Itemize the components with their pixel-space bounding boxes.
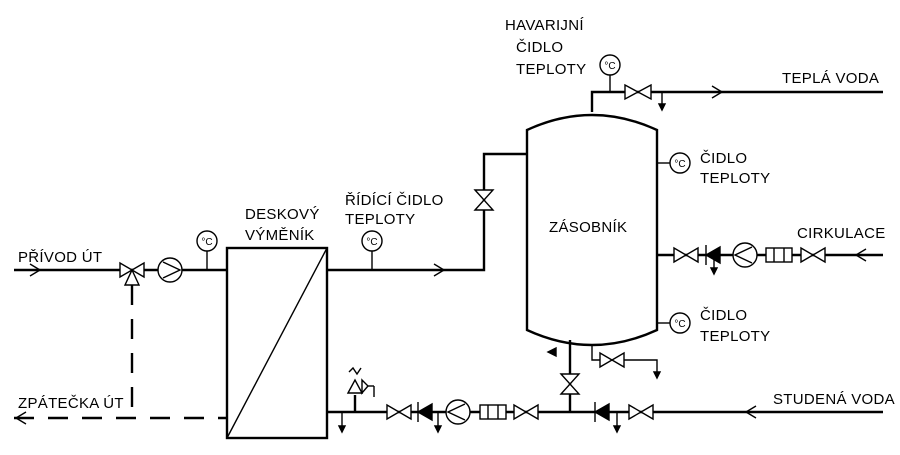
- flow-arrows: [14, 85, 867, 425]
- label-exchanger-2: VÝMĚNÍK: [245, 227, 315, 244]
- temp-sensor-supply: °C: [196, 230, 218, 270]
- strainer-circulation: [765, 247, 793, 263]
- gate-valve-tank-inlet: [473, 189, 495, 211]
- label-circulation: CIRKULACE: [797, 225, 886, 242]
- label-tank: ZÁSOBNÍK: [549, 219, 627, 236]
- svg-text:°C: °C: [366, 237, 377, 248]
- temperature-sensors: °C °C °C °C °C: [196, 54, 691, 334]
- gate-valve-tank-bottom: [559, 373, 581, 395]
- label-tank-sensor-lower-2: TEPLOTY: [700, 328, 770, 345]
- storage-tank: [525, 113, 659, 347]
- gate-valve-drain: [599, 351, 625, 369]
- check-valve-circulation: [704, 245, 721, 265]
- strainer-cold-water: [479, 404, 507, 420]
- label-cold-water: STUDENÁ VODA: [773, 391, 895, 408]
- gate-valve-exchanger-feed: [386, 403, 412, 421]
- plate-heat-exchanger: [225, 246, 329, 440]
- gate-valve-circulation-2: [800, 246, 826, 264]
- svg-text:°C: °C: [674, 319, 685, 330]
- arrow-supply-in: [29, 263, 42, 277]
- label-exchanger-1: DESKOVÝ: [245, 206, 320, 223]
- strainers: [479, 247, 793, 420]
- temp-sensor-control: °C: [361, 230, 383, 270]
- label-tank-sensor-upper-2: TEPLOTY: [700, 170, 770, 187]
- label-emergency-sensor-2: ČIDLO: [516, 39, 563, 56]
- gate-valve-cold-water-1: [628, 403, 654, 421]
- svg-text:°C: °C: [604, 61, 615, 72]
- three-way-valve: [119, 261, 145, 286]
- label-tank-sensor-lower-1: ČIDLO: [700, 307, 747, 324]
- label-control-sensor-2: TEPLOTY: [345, 211, 415, 228]
- check-valve-exchanger-feed: [416, 402, 433, 422]
- label-control-sensor-1: ŘÍDÍCÍ ČIDLO: [345, 192, 444, 209]
- pumps: [157, 242, 758, 425]
- label-hot-water: TEPLÁ VODA: [782, 70, 879, 87]
- safety-valve: [346, 366, 375, 397]
- temp-sensor-emergency: °C: [599, 54, 621, 92]
- label-zpatecka: ZPÁTEČKA ÚT: [18, 395, 124, 412]
- labels: PŘÍVOD ÚT ZPÁTEČKA ÚT DESKOVÝ VÝMĚNÍK ŘÍ…: [18, 17, 895, 412]
- arrow-return-out: [14, 411, 27, 425]
- label-emergency-sensor-3: TEPLOTY: [516, 61, 586, 78]
- arrow-tank-drain: [546, 346, 557, 358]
- pump-circulation: [732, 242, 758, 268]
- label-tank-sensor-upper-1: ČIDLO: [700, 150, 747, 167]
- label-emergency-sensor-1: HAVARIJNÍ: [505, 17, 584, 34]
- arrow-exchanger-out: [433, 263, 446, 277]
- check-valve-cold-water: [593, 402, 610, 422]
- arrow-circulation-in: [854, 248, 867, 262]
- svg-text:°C: °C: [674, 159, 685, 170]
- pump-supply: [157, 257, 183, 283]
- gate-valve-circulation-1: [673, 246, 699, 264]
- temp-sensor-tank-lower: °C: [657, 312, 691, 334]
- temp-sensor-tank-upper: °C: [657, 152, 691, 174]
- arrow-cold-water-in: [744, 405, 757, 419]
- svg-text:°C: °C: [201, 237, 212, 248]
- arrow-hot-water-out: [711, 85, 724, 99]
- valves: [119, 83, 826, 434]
- gate-valve-hot-water: [624, 83, 652, 101]
- label-privod: PŘÍVOD ÚT: [18, 249, 102, 266]
- pump-exchanger-feed: [445, 399, 471, 425]
- gate-valve-cold-water-2: [513, 403, 539, 421]
